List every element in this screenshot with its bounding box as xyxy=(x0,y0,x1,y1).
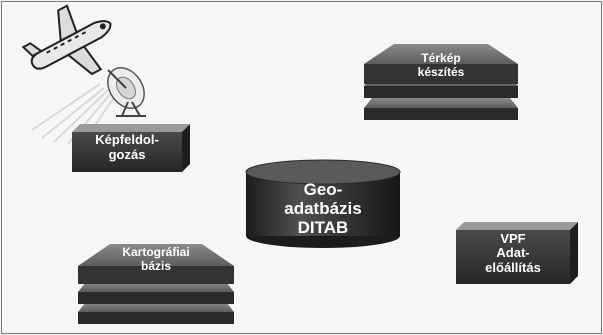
geo-database-cylinder xyxy=(245,159,401,248)
cartographic-base-label: Kartográfiai bázis xyxy=(98,245,214,274)
vpf-line2: Adat- xyxy=(496,245,530,261)
geo-database-line3: DITAB xyxy=(297,218,349,238)
satellite-dish-icon xyxy=(107,67,146,117)
vpf-line3: előállítás xyxy=(485,259,541,275)
geo-database-line1: Geo- xyxy=(303,180,343,199)
airplane-icon xyxy=(21,4,112,76)
image-processing-label: Képfeldol- gozás xyxy=(72,132,182,163)
image-processing-line1: Képfeldol- xyxy=(95,132,159,147)
vpf-line1: VPF xyxy=(500,231,526,246)
cartographic-base-stack xyxy=(78,244,234,324)
map-making-stack xyxy=(364,44,518,120)
vpf-box xyxy=(456,222,578,284)
map-making-label: Térkép készítés xyxy=(392,51,490,80)
vpf-label: VPF Adat- előállítás xyxy=(456,231,570,275)
cartographic-base-line1: Kartográfiai xyxy=(122,245,190,259)
geo-database-label: Geo- adatbázis DITAB xyxy=(246,180,400,237)
cartographic-base-line2: bázis xyxy=(140,258,171,273)
map-making-line2: készítés xyxy=(417,64,465,79)
map-making-line1: Térkép xyxy=(421,51,461,65)
image-processing-box xyxy=(72,124,190,172)
image-processing-line2: gozás xyxy=(108,146,146,162)
geo-database-line2: adatbázis xyxy=(284,199,362,219)
